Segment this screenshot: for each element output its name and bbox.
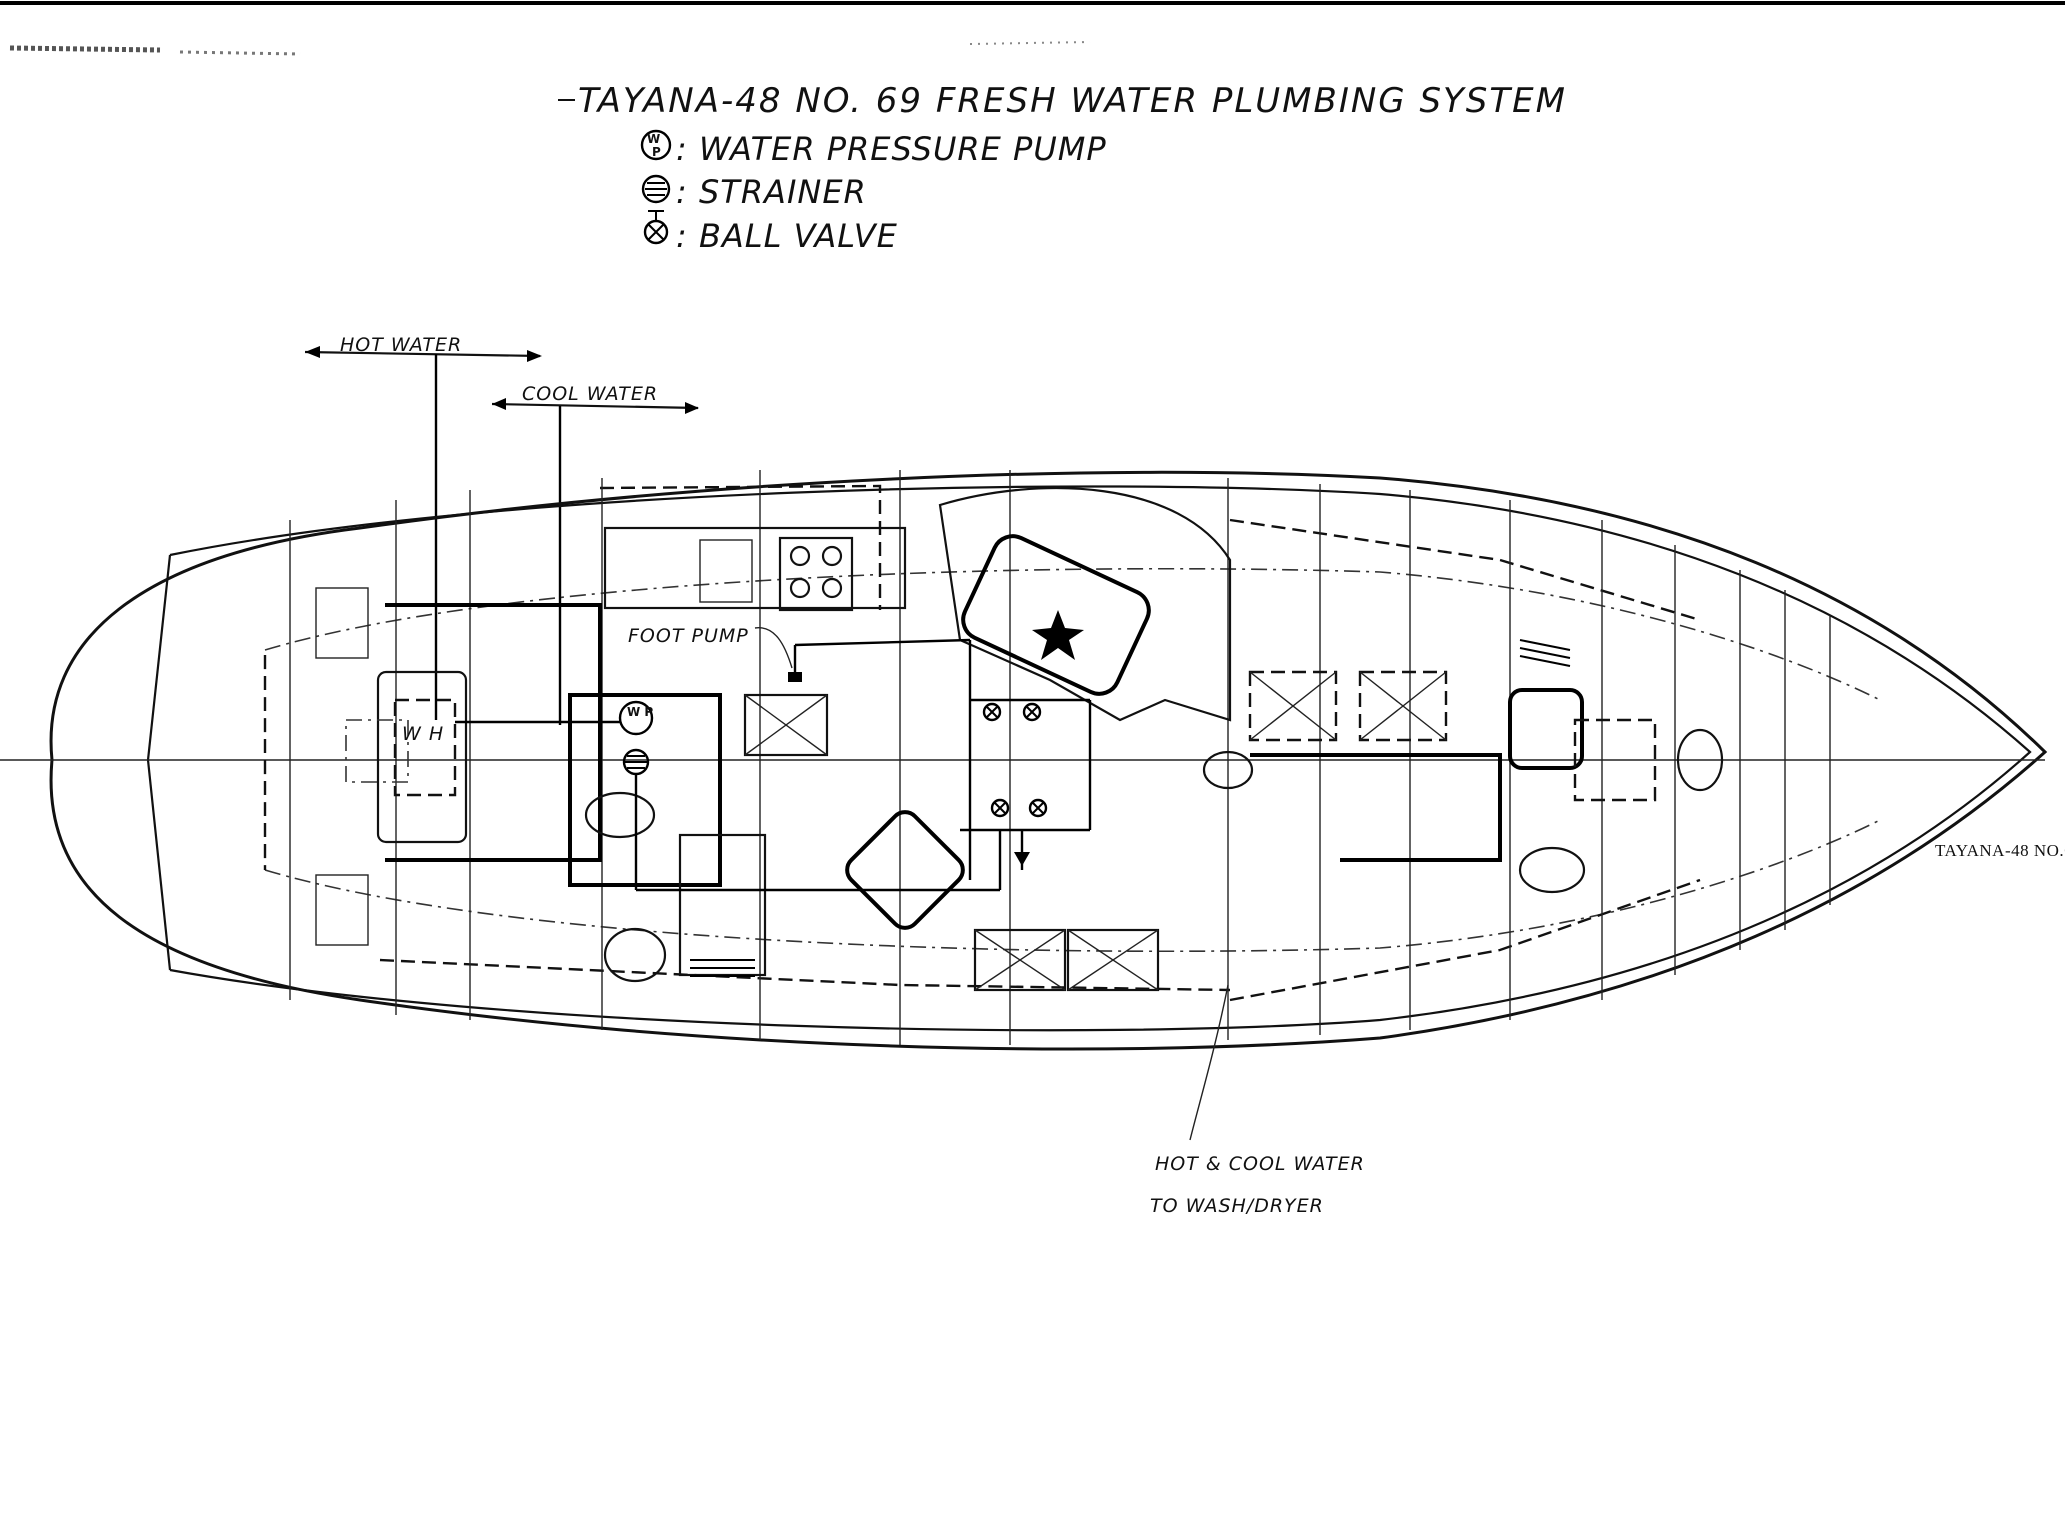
forward-cabins: [1248, 639, 1724, 894]
ball-valve-icon: [990, 798, 1010, 818]
water-pressure-pump-icon: W P: [618, 700, 653, 736]
galley: [568, 526, 907, 887]
wash-dryer-label-line2: TO WASH/DRYER: [1150, 1195, 1324, 1217]
svg-text:W: W: [647, 132, 660, 146]
wash-dryer-label-line1: HOT & COOL WATER: [1155, 1153, 1365, 1175]
diagram-title: TAYANA-48 NO. 69 FRESH WATER PLUMBING SY…: [578, 81, 1567, 121]
foot-pump-callout: FOOT PUMP: [628, 625, 793, 669]
plumbing-lines: W P: [455, 638, 1092, 892]
water-pressure-pump-icon: W P: [640, 129, 672, 161]
aft-head: [603, 833, 767, 983]
legend-label-strainer: : STRAINER: [676, 173, 867, 211]
hot-water-label: HOT WATER: [340, 334, 462, 356]
pump-symbol-letters: W P: [627, 705, 653, 719]
drawing-stamp: TAYANA-48 NO.69: [1935, 841, 2065, 860]
ball-valve-icon: [982, 702, 1002, 722]
svg-text:P: P: [652, 145, 661, 159]
wash-dryer-callout: HOT & COOL WATER TO WASH/DRYER: [1150, 984, 1365, 1217]
hot-water-callout: HOT WATER: [304, 334, 542, 720]
cool-water-callout: COOL WATER: [491, 383, 699, 725]
foot-pump-label: FOOT PUMP: [628, 625, 749, 647]
aft-cabin: W H: [315, 587, 602, 946]
water-heater-label: W H: [402, 723, 444, 745]
ball-valve-icon: [1028, 798, 1048, 818]
legend: W P : WATER PRESSURE PUMP : STRAINER : B…: [640, 129, 1107, 255]
legend-label-pump: : WATER PRESSURE PUMP: [676, 130, 1107, 168]
saloon: [845, 486, 1254, 992]
hull-outline: [0, 470, 2048, 1051]
legend-label-ball-valve: : BALL VALVE: [676, 217, 898, 255]
cool-water-label: COOL WATER: [522, 383, 658, 405]
ball-valve-icon: [643, 210, 669, 245]
bulkheads: [289, 470, 1831, 1045]
strainer-icon: [641, 174, 671, 204]
compass-rose-icon: [1032, 610, 1084, 660]
ball-valve-icon: [1022, 702, 1042, 722]
strainer-icon: [622, 748, 650, 776]
scan-edge-marks: [0, 1, 2065, 56]
